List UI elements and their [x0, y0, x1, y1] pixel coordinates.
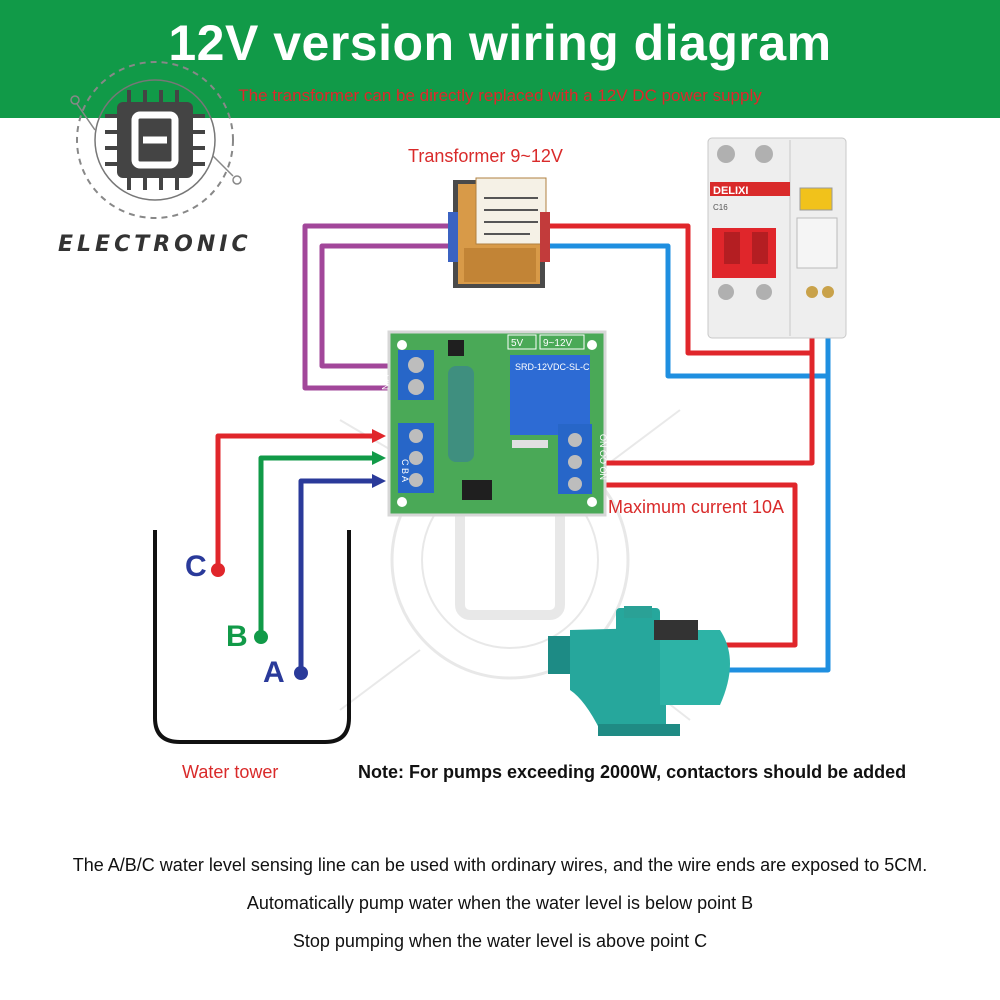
logo-text: ELECTRONIC [58, 232, 252, 257]
electronic-logo [70, 61, 242, 219]
wire-sensor-b [258, 455, 375, 637]
probe-a-dot [294, 666, 308, 680]
wire-relay-red-out [593, 482, 798, 648]
relay-model: SRD-12VDC-SL-C [515, 362, 590, 372]
diagram-title: 12V version wiring diagram [168, 15, 832, 71]
breaker-model: C16 [713, 203, 728, 212]
board-jumper-12v: 9~12V [543, 338, 573, 349]
probe-c-label: C [185, 550, 207, 583]
description-line-1: The A/B/C water level sensing line can b… [72, 855, 928, 875]
board-vin-label: VIN [380, 375, 390, 390]
breaker-brand: DELIXI [713, 185, 748, 197]
description-line-2: Automatically pump water when the water … [246, 893, 754, 913]
board-output-pins: ON OO ON [598, 434, 608, 480]
wire-vin-2 [319, 243, 452, 369]
circuit-breaker: DELIXI C16 [707, 137, 847, 339]
diagram-subtitle: The transformer can be directly replaced… [238, 86, 762, 105]
arrow-b [372, 451, 386, 465]
wire-pump-blue [722, 376, 831, 673]
probe-b-label: B [226, 620, 248, 653]
probe-b-dot [254, 630, 268, 644]
header-banner: 12V version wiring diagram The transform… [0, 0, 1000, 118]
probe-c-dot [211, 563, 225, 577]
wire-relay-red-in [593, 353, 815, 466]
wire-transformer-blue [546, 243, 831, 379]
control-board: 5V 9~12V SRD-12VDC-SL-C VIN C B A ON OO … [380, 330, 608, 517]
transformer-label: Transformer 9~12V [408, 146, 563, 166]
arrow-c [372, 429, 386, 443]
board-jumper-5v: 5V [511, 338, 524, 349]
wire-vin-1 [302, 223, 452, 391]
probe-a-label: A [263, 656, 285, 689]
description-line-3: Stop pumping when the water level is abo… [292, 931, 708, 951]
pump-note: Note: For pumps exceeding 2000W, contact… [358, 762, 907, 782]
wire-sensor-a [298, 478, 375, 673]
board-sensor-pins: C B A [400, 459, 410, 482]
arrow-a [372, 474, 386, 488]
water-pump [548, 606, 730, 736]
max-current-label: Maximum current 10A [608, 497, 785, 517]
wire-sensor-c [215, 433, 375, 570]
transformer [448, 177, 550, 288]
water-tower [153, 530, 351, 744]
water-tower-label: Water tower [182, 762, 279, 782]
